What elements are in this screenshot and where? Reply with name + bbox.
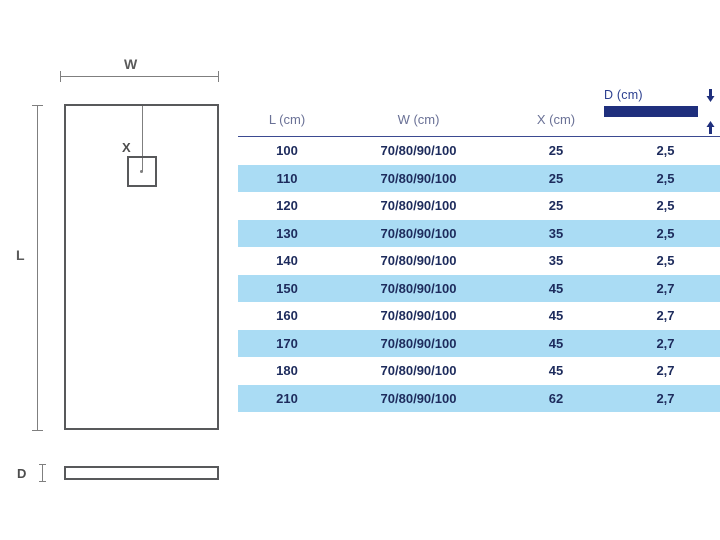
cell-drain-offset: 45 — [548, 308, 564, 324]
cell-width: 70/80/90/100 — [380, 308, 457, 324]
depth-dimension-cap-top — [39, 464, 46, 465]
cell-depth: 2,7 — [611, 274, 720, 302]
width-dimension-line — [60, 76, 218, 77]
cell-drain-offset: 35 — [501, 219, 611, 247]
depth-dimension-tick — [42, 464, 43, 482]
cell-width: 70/80/90/100 — [380, 253, 457, 269]
cell-length: 170 — [238, 329, 336, 357]
length-label: L — [16, 247, 25, 263]
cell-length: 210 — [238, 384, 336, 412]
cell-depth: 2,7 — [656, 308, 675, 324]
cell-depth: 2,5 — [656, 253, 675, 269]
table-row: 100 70/80/90/100 25 2,5 — [238, 137, 720, 165]
depth-label: D — [17, 466, 27, 481]
table-row: 160 70/80/90/100 45 2,7 — [238, 302, 720, 330]
cell-depth: 2,5 — [611, 164, 720, 192]
drain-center-point — [140, 170, 143, 173]
cell-drain-offset: 45 — [501, 329, 611, 357]
cell-depth: 2,7 — [611, 384, 720, 412]
width-label: W — [124, 56, 138, 72]
table-row: 140 70/80/90/100 35 2,5 — [238, 247, 720, 275]
drain-square-icon — [127, 156, 157, 187]
cell-length: 120 — [276, 198, 298, 214]
cell-length: 130 — [238, 219, 336, 247]
cell-width: 70/80/90/100 — [336, 164, 501, 192]
cell-drain-offset: 45 — [548, 363, 564, 379]
cell-length: 140 — [276, 253, 298, 269]
length-dimension-tick-top — [32, 105, 43, 106]
width-dimension-tick-left — [60, 71, 61, 82]
shower-tray-diagram: W L X D — [0, 0, 238, 540]
length-dimension-line — [37, 105, 38, 430]
table-row: 120 70/80/90/100 25 2,5 — [238, 192, 720, 220]
cell-width: 70/80/90/100 — [336, 384, 501, 412]
cell-drain-offset: 35 — [548, 253, 564, 269]
column-header-drain-offset: X (cm) — [501, 108, 611, 137]
depth-indicator-label: D (cm) — [604, 88, 643, 102]
cell-depth: 2,7 — [611, 329, 720, 357]
cell-length: 150 — [238, 274, 336, 302]
width-dimension-tick-right — [218, 71, 219, 82]
table-row: 180 70/80/90/100 45 2,7 — [238, 357, 720, 385]
cell-length: 160 — [276, 308, 298, 324]
cell-drain-offset: 25 — [548, 143, 564, 159]
length-dimension-tick-bottom — [32, 430, 43, 431]
specification-table-area: D (cm) L (cm) W (cm) X (cm) D (cm) — [238, 0, 720, 540]
cell-length: 100 — [276, 143, 298, 159]
shower-tray-top-view — [64, 104, 219, 430]
cell-width: 70/80/90/100 — [380, 143, 457, 159]
cell-depth: 2,7 — [656, 363, 675, 379]
cell-drain-offset: 62 — [501, 384, 611, 412]
depth-dimension-cap-bottom — [39, 481, 46, 482]
cell-drain-offset: 25 — [501, 164, 611, 192]
cell-length: 180 — [276, 363, 298, 379]
cell-width: 70/80/90/100 — [336, 329, 501, 357]
drain-dimension-line — [142, 106, 143, 172]
shower-tray-side-view — [64, 466, 219, 480]
column-header-length: L (cm) — [238, 108, 336, 137]
column-header-depth: D (cm) — [611, 108, 720, 137]
cell-drain-offset: 45 — [501, 274, 611, 302]
cell-depth: 2,5 — [656, 198, 675, 214]
table-header-row: L (cm) W (cm) X (cm) D (cm) — [238, 108, 720, 137]
cell-depth: 2,5 — [611, 219, 720, 247]
specification-table: L (cm) W (cm) X (cm) D (cm) 100 70/80/90/… — [238, 108, 720, 412]
cell-drain-offset: 25 — [548, 198, 564, 214]
column-header-width: W (cm) — [336, 108, 501, 137]
cell-depth: 2,5 — [656, 143, 675, 159]
drain-offset-label: X — [122, 140, 131, 155]
cell-width: 70/80/90/100 — [336, 219, 501, 247]
cell-width: 70/80/90/100 — [380, 363, 457, 379]
cell-width: 70/80/90/100 — [380, 198, 457, 214]
cell-width: 70/80/90/100 — [336, 274, 501, 302]
cell-length: 110 — [238, 164, 336, 192]
